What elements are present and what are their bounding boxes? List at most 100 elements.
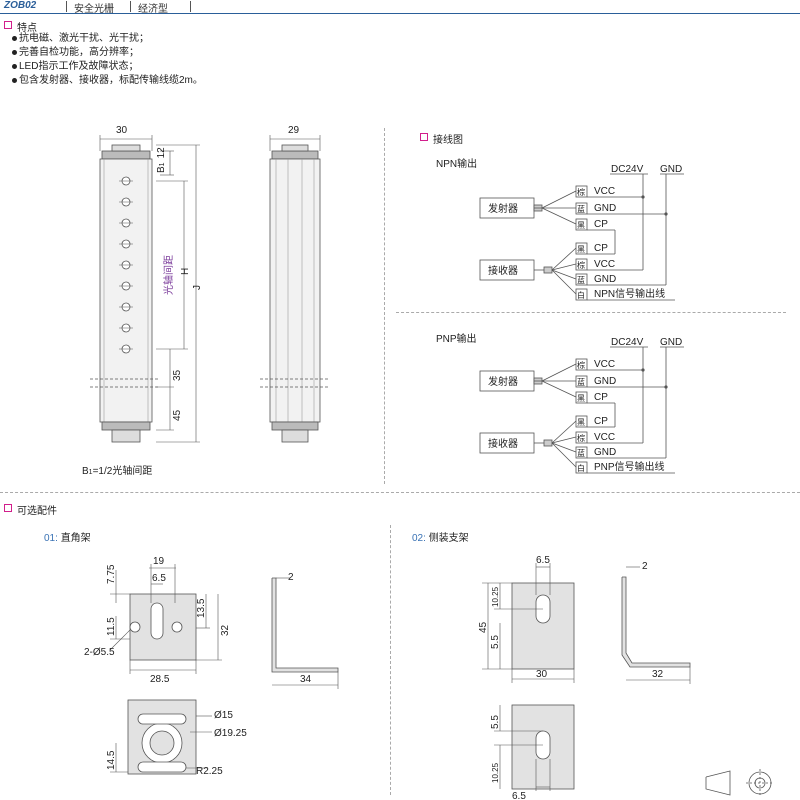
wire-signal: CP bbox=[594, 219, 608, 230]
npn-wiring-diagram: DC24V GND 发射器 接收器 棕 蓝 黑 黑 棕 蓝 白 VCC GND … bbox=[479, 164, 684, 301]
npn-gnd: GND bbox=[660, 164, 682, 175]
dim-6-5b: 6.5 bbox=[512, 791, 526, 800]
wire-color: 蓝 bbox=[577, 275, 585, 285]
dim-32: 32 bbox=[220, 624, 231, 636]
dim-2: 2 bbox=[642, 561, 648, 572]
features-title: 特点 bbox=[17, 23, 37, 34]
pnp-receiver: 接收器 bbox=[488, 437, 518, 450]
accessory-02-title: 02: 侧装支架 bbox=[412, 533, 469, 544]
section-icon bbox=[4, 504, 12, 512]
dim-34: 34 bbox=[300, 674, 312, 685]
dim-10-25: 10.25 bbox=[491, 586, 500, 607]
b1-note: B1=1/2光轴间距 bbox=[82, 466, 153, 477]
dim-28-5: 28.5 bbox=[150, 674, 170, 685]
light-curtain-drawing: 30 B112 光轴间距 H J 35 45 29 bbox=[90, 125, 328, 443]
feature-item: 完善自检功能，高分辨率； bbox=[12, 46, 139, 59]
dim-5-5b: 5.5 bbox=[490, 715, 501, 729]
dim-2: 2 bbox=[288, 572, 294, 583]
product-code: ZOB02 bbox=[4, 0, 37, 11]
wire-signal: NPN信号输出线 bbox=[594, 287, 665, 300]
wire-color: 黑 bbox=[577, 418, 585, 427]
pnp-wiring-diagram: DC24V GND 发射器 接收器 棕 蓝 黑 黑 棕 蓝 白 VCC GND … bbox=[479, 337, 684, 474]
vertical-divider bbox=[384, 128, 385, 484]
wire-color: 蓝 bbox=[577, 448, 585, 458]
dim-7-75: 7.75 bbox=[106, 564, 117, 584]
feature-item: LED指示工作及故障状态； bbox=[12, 60, 138, 73]
header-separator bbox=[190, 1, 191, 12]
bullet-icon bbox=[12, 77, 17, 83]
npn-dc24v: DC24V bbox=[611, 164, 644, 175]
npn-receiver: 接收器 bbox=[488, 264, 518, 277]
accessory-divider bbox=[390, 525, 391, 795]
dim-11-5: 11.5 bbox=[106, 617, 117, 636]
product-series: 经济型 bbox=[138, 4, 168, 15]
wiring-divider bbox=[396, 312, 786, 313]
dim-6-5: 6.5 bbox=[152, 573, 166, 584]
dim-13-5: 13.5 bbox=[196, 598, 207, 618]
wire-color: 棕 bbox=[577, 360, 585, 370]
dim-phi19-25: Ø19.25 bbox=[214, 728, 247, 739]
wire-signal: VCC bbox=[594, 186, 615, 197]
header-rule bbox=[0, 13, 800, 14]
section-icon bbox=[420, 133, 428, 141]
section-icon bbox=[4, 21, 12, 29]
wire-signal: VCC bbox=[594, 432, 615, 443]
side-view bbox=[260, 135, 328, 443]
feature-item: 包含发射器、接收器，标配传输线缆2m。 bbox=[12, 74, 203, 87]
wiring-title: 接线图 bbox=[433, 135, 463, 146]
dim-30: 30 bbox=[536, 669, 548, 680]
dim-35: 35 bbox=[172, 369, 183, 381]
accessory-01-title: 01: 直角架 bbox=[44, 533, 91, 544]
feature-text: 抗电磁、激光干扰、光干扰； bbox=[19, 33, 149, 44]
dim-axis-pitch: 光轴间距 bbox=[162, 255, 175, 295]
wire-color: 白 bbox=[577, 463, 585, 473]
feature-text: 完善自检功能，高分辨率； bbox=[19, 47, 139, 58]
npn-title: NPN输出 bbox=[436, 159, 478, 170]
wire-color: 黑 bbox=[577, 394, 585, 403]
product-category: 安全光栅 bbox=[74, 4, 114, 15]
wire-signal: CP bbox=[594, 243, 608, 254]
dim-45: 45 bbox=[172, 409, 183, 421]
pnp-dc24v: DC24V bbox=[611, 337, 644, 348]
wire-color: 黑 bbox=[577, 221, 585, 230]
wire-signal: GND bbox=[594, 274, 616, 285]
bullet-icon bbox=[12, 49, 17, 55]
dim-phi15: Ø15 bbox=[214, 710, 233, 721]
accessory-01-drawing: 19 7.75 6.5 13.5 11.5 32 2-Ø5.5 28.5 2 3… bbox=[84, 556, 339, 777]
dim-14-5: 14.5 bbox=[106, 750, 117, 770]
pnp-gnd: GND bbox=[660, 337, 682, 348]
dim-10-25b: 10.25 bbox=[491, 762, 500, 783]
header-separator bbox=[66, 1, 67, 12]
page-header: ZOB02 安全光栅 经济型 bbox=[0, 0, 800, 15]
wire-color: 棕 bbox=[577, 433, 585, 443]
dim-19: 19 bbox=[153, 556, 165, 567]
accessories-title: 可选配件 bbox=[17, 506, 57, 517]
wire-signal: GND bbox=[594, 376, 616, 387]
wire-color: 白 bbox=[577, 290, 585, 300]
wire-signal: PNP信号输出线 bbox=[594, 460, 665, 473]
wire-signal: CP bbox=[594, 416, 608, 427]
dim-j: J bbox=[192, 285, 203, 290]
wire-signal: CP bbox=[594, 392, 608, 403]
wire-color: 黑 bbox=[577, 245, 585, 254]
dim-r2-25: R2.25 bbox=[196, 766, 223, 777]
feature-text: 包含发射器、接收器，标配传输线缆2m。 bbox=[19, 75, 203, 86]
npn-emitter: 发射器 bbox=[488, 202, 518, 215]
bullet-icon bbox=[12, 63, 17, 69]
wire-signal: VCC bbox=[594, 259, 615, 270]
dim-front-width: 30 bbox=[116, 125, 128, 136]
accessory-02-drawing: 6.5 10.25 45 5.5 30 2 32 5.5 10.25 6.5 bbox=[478, 555, 774, 800]
feature-item: 抗电磁、激光干扰、光干扰； bbox=[12, 32, 149, 45]
dim-hole: 2-Ø5.5 bbox=[84, 647, 115, 658]
dim-b1-label: B112 bbox=[156, 147, 167, 173]
pnp-title: PNP输出 bbox=[436, 334, 477, 345]
header-separator bbox=[130, 1, 131, 12]
front-view bbox=[90, 144, 158, 443]
dim-32: 32 bbox=[652, 669, 664, 680]
bullet-icon bbox=[12, 35, 17, 41]
wire-signal: GND bbox=[594, 203, 616, 214]
wire-signal: VCC bbox=[594, 359, 615, 370]
dim-5-5: 5.5 bbox=[490, 635, 501, 649]
dim-h: H bbox=[180, 268, 191, 275]
dim-6-5: 6.5 bbox=[536, 555, 550, 566]
